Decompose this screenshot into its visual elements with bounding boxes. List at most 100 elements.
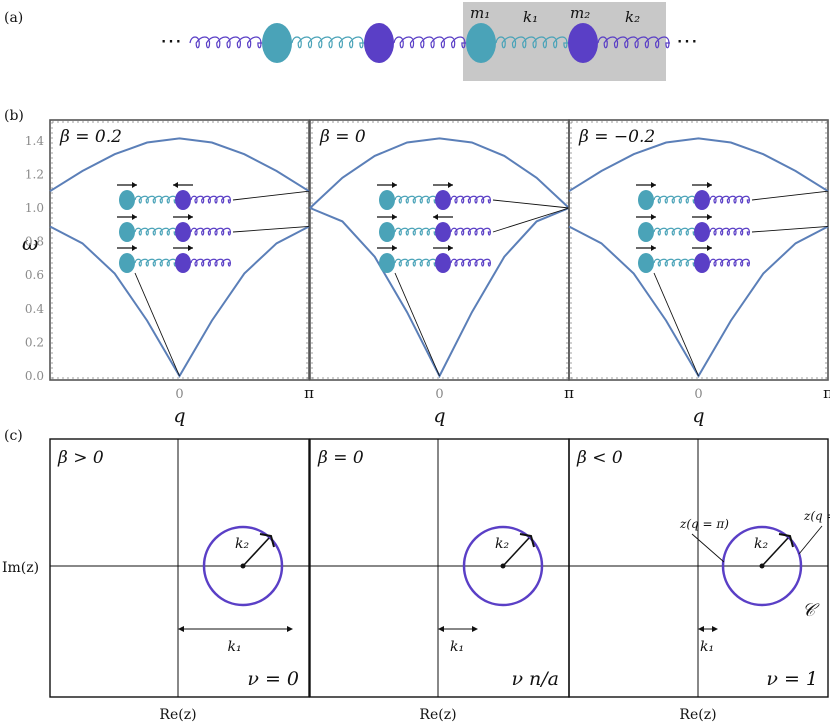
winding-number: ν = 1 [766, 668, 818, 690]
mode-shape-inset [636, 214, 829, 242]
inset-mass-m2 [435, 253, 451, 273]
arrow-right-icon [132, 245, 137, 251]
arrow-right-icon [132, 182, 137, 188]
spring-k2 [189, 36, 262, 49]
optical-branch-line [568, 137, 829, 193]
winding-number: ν = 0 [247, 668, 299, 690]
cplane-xlabel: Re(z) [419, 707, 456, 723]
optical-branch-line [49, 137, 310, 193]
mass-spring-chain [189, 23, 670, 63]
inset-mass-m1 [638, 190, 654, 210]
ytick-label: 1.0 [25, 201, 44, 215]
arrow-right-icon [392, 182, 397, 188]
xtick-label: π [304, 384, 314, 402]
xlabel: q [692, 405, 704, 427]
k2-radius-line [502, 537, 530, 567]
ytick-label: 0.2 [25, 335, 44, 349]
direction-arrow-icon [519, 533, 535, 548]
panel-title: β = 0.2 [59, 127, 122, 147]
label-k2: k₂ [235, 536, 249, 552]
ytick-label: 0.0 [25, 369, 44, 383]
inset-spring-k1 [134, 258, 177, 267]
panel-title: β > 0 [57, 448, 104, 468]
arrow-left-icon [438, 626, 444, 632]
panel-label-a: (a) [4, 10, 23, 26]
ytick-label: 1.4 [25, 134, 44, 148]
leader-line [232, 226, 310, 233]
arrow-right-icon [707, 214, 712, 220]
inset-spring-k1 [394, 195, 437, 204]
arrow-right-icon [712, 626, 718, 632]
panel-title: β = −0.2 [578, 127, 655, 147]
direction-arrow-icon [778, 533, 794, 548]
inset-mass-m1 [638, 222, 654, 242]
inset-spring-k2 [450, 227, 491, 236]
inset-mass-m2 [175, 253, 191, 273]
cplane-ylabel: Im(z) [2, 560, 39, 576]
chain-ellipsis-left: ⋯ [160, 29, 182, 54]
arrow-right-icon [651, 182, 656, 188]
xlabel: q [173, 405, 185, 427]
mass-m2 [364, 23, 394, 63]
mass-m1 [466, 23, 496, 63]
xtick-label: π [823, 384, 830, 402]
leader-line [134, 272, 180, 377]
leader-line [751, 190, 829, 201]
arrow-right-icon [392, 245, 397, 251]
inset-spring-k2 [709, 227, 750, 236]
inset-mass-m1 [638, 253, 654, 273]
arrow-right-icon [188, 214, 193, 220]
mode-shape-inset [117, 182, 310, 210]
arrow-right-icon [707, 182, 712, 188]
inset-mass-m1 [379, 222, 395, 242]
plot-frame [568, 119, 829, 381]
inset-mass-m1 [379, 253, 395, 273]
dispersion-ylabel: ω [22, 231, 38, 255]
cplane-xlabel: Re(z) [679, 707, 716, 723]
direction-arrow-icon [259, 533, 275, 548]
label-m2: m₂ [570, 4, 590, 22]
acoustic-branch-line [568, 225, 829, 378]
leader-line [798, 525, 823, 555]
panel-title: β = 0 [319, 127, 366, 147]
inset-mass-m2 [435, 190, 451, 210]
panel-label-c: (c) [4, 428, 23, 444]
inset-spring-k1 [394, 227, 437, 236]
xtick-label: π [564, 384, 574, 402]
panel-title: β = 0 [317, 448, 364, 468]
xlabel: q [433, 405, 445, 427]
label-k1: k₁ [700, 639, 714, 655]
mode-shape-inset [377, 207, 570, 242]
inset-mass-m2 [694, 222, 710, 242]
inset-spring-k2 [709, 195, 750, 204]
ytick-label: 0.8 [25, 235, 44, 249]
arrow-left-icon [173, 182, 178, 188]
arrow-right-icon [448, 182, 453, 188]
spring-k1 [291, 36, 364, 49]
mode-shape-inset [636, 182, 829, 210]
leader-line [394, 272, 440, 377]
label-z-pi: z(q = π) [679, 517, 729, 531]
mass-m1 [262, 23, 292, 63]
k2-radius-line [242, 537, 270, 567]
leader-line [751, 226, 829, 233]
leader-line [653, 272, 699, 377]
xtick-label: 0 [694, 387, 702, 402]
arrow-left-icon [178, 626, 184, 632]
inset-spring-k1 [134, 195, 177, 204]
dispersion-panel: β = −0.2 0 π q [568, 119, 830, 427]
inset-mass-m2 [435, 222, 451, 242]
spring-k1 [495, 36, 568, 49]
inset-mass-m1 [379, 190, 395, 210]
ytick-label: 1.2 [25, 167, 44, 181]
panel-title: β < 0 [576, 448, 623, 468]
chain-ellipsis-right: ⋯ [676, 29, 698, 54]
winding-circle [202, 525, 284, 607]
dispersion-ytick-labels: 0.00.20.40.60.81.01.21.4 [25, 134, 44, 383]
inset-spring-k2 [190, 258, 231, 267]
k2-radius-line [761, 537, 789, 567]
inset-spring-k1 [653, 227, 696, 236]
